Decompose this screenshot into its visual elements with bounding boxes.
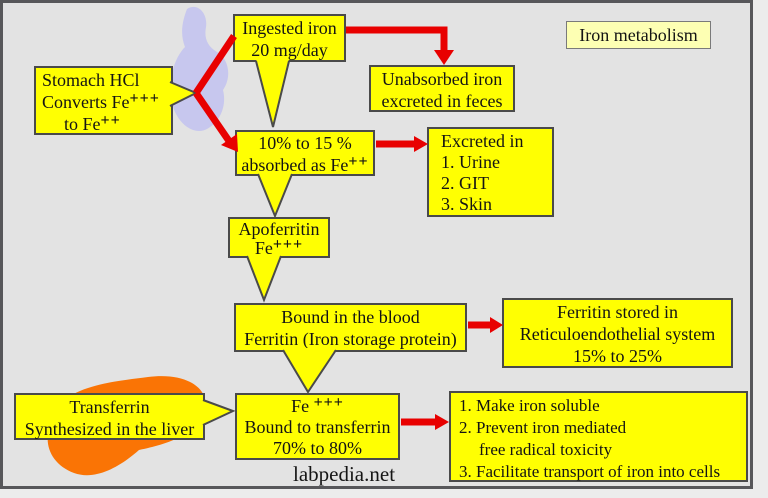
fe3-superscript: +++ bbox=[313, 394, 344, 411]
functions-line4: 3. Facilitate transport of iron into cel… bbox=[459, 462, 721, 481]
fe2-superscript: ++ bbox=[100, 112, 121, 129]
ingested-line1: Ingested iron bbox=[242, 18, 337, 38]
excreted-line4: 3. Skin bbox=[441, 194, 493, 214]
fe-transferrin-line3: 70% to 80% bbox=[273, 438, 362, 458]
functions-line3: free radical toxicity bbox=[479, 440, 613, 459]
bound-blood-line2: Ferritin (Iron storage protein) bbox=[244, 329, 457, 349]
excreted-line3: 2. GIT bbox=[441, 173, 489, 193]
box-transferrin-functions: 1. Make iron soluble 2. Prevent iron med… bbox=[449, 391, 748, 482]
box-transferrin: Transferrin Synthesized in the liver bbox=[14, 393, 205, 440]
absorbed-line2: absorbed as Fe++ bbox=[241, 153, 369, 176]
stomach-hcl-line2: Converts Fe+++ bbox=[42, 90, 160, 113]
ferritin-stored-line2: Reticuloendothelial system bbox=[519, 324, 716, 344]
fe2-superscript: ++ bbox=[348, 153, 369, 170]
functions-line2: 2. Prevent iron mediated bbox=[459, 418, 627, 437]
functions-line1: 1. Make iron soluble bbox=[459, 396, 600, 415]
unabsorbed-line2: excreted in feces bbox=[381, 91, 503, 111]
ingested-line2: 20 mg/day bbox=[251, 40, 328, 60]
excreted-line2: 1. Urine bbox=[441, 152, 500, 172]
fe-transferrin-line2: Bound to transferrin bbox=[244, 417, 391, 437]
box-ferritin-stored: Ferritin stored in Reticuloendothelial s… bbox=[502, 298, 733, 368]
box-bound-in-blood: Bound in the blood Ferritin (Iron storag… bbox=[234, 303, 467, 352]
transferrin-line1: Transferrin bbox=[69, 397, 150, 417]
box-stomach-hcl: Stomach HCl Converts Fe+++ to Fe++ bbox=[34, 66, 173, 135]
fe3-superscript: +++ bbox=[272, 236, 304, 253]
apoferritin-line2: Fe+++ bbox=[254, 236, 304, 258]
absorbed-line1: 10% to 15 % bbox=[258, 133, 352, 153]
stomach-hcl-line3: to Fe++ bbox=[64, 112, 121, 135]
apoferritin-line1: Apoferritin bbox=[238, 219, 320, 239]
excreted-line1: Excreted in bbox=[441, 131, 524, 151]
box-unabsorbed-iron: Unabsorbed iron excreted in feces bbox=[369, 65, 515, 112]
bound-blood-line1: Bound in the blood bbox=[281, 307, 420, 327]
box-ingested-iron: Ingested iron 20 mg/day bbox=[233, 14, 346, 62]
watermark-text: labpedia.net bbox=[293, 462, 396, 486]
diagram-title: Iron metabolism bbox=[579, 25, 698, 45]
transferrin-line2: Synthesized in the liver bbox=[24, 419, 195, 439]
box-absorbed-percent: 10% to 15 % absorbed as Fe++ bbox=[235, 130, 375, 176]
title-box: Iron metabolism bbox=[566, 21, 711, 49]
unabsorbed-line1: Unabsorbed iron bbox=[381, 69, 503, 89]
box-fe-bound-transferrin: Fe +++ Bound to transferrin 70% to 80% bbox=[235, 393, 400, 460]
stomach-hcl-line1: Stomach HCl bbox=[42, 70, 140, 90]
ferritin-stored-line3: 15% to 25% bbox=[573, 346, 662, 366]
ferritin-stored-line1: Ferritin stored in bbox=[557, 302, 678, 322]
fe3-superscript: +++ bbox=[129, 90, 160, 107]
fe-transferrin-line1: Fe +++ bbox=[291, 394, 344, 417]
box-excreted-routes: Excreted in 1. Urine 2. GIT 3. Skin bbox=[427, 127, 554, 217]
box-apoferritin: Apoferritin Fe+++ bbox=[228, 217, 330, 258]
